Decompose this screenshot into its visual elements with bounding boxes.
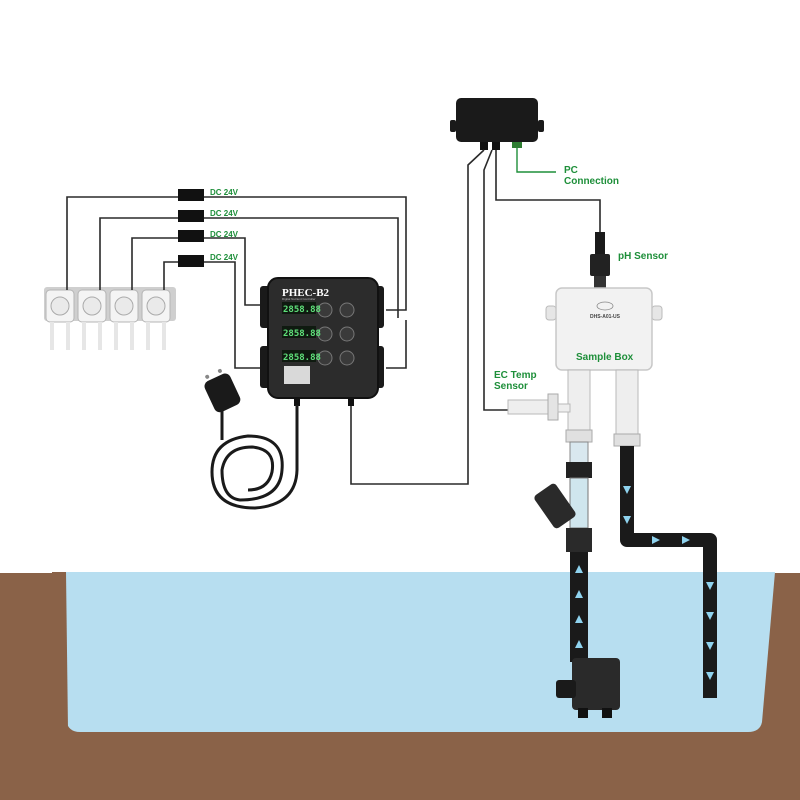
- pc-connection-label-line1: PC: [564, 165, 578, 176]
- dc-adapters: [178, 189, 204, 267]
- dosing-pump-1: [45, 289, 75, 350]
- ph-sensor-connector: [590, 232, 610, 288]
- flow-arrow-right-1: [652, 536, 660, 544]
- controller-display-3: 2858.88: [283, 353, 321, 363]
- dosing-pump-3: [109, 289, 139, 350]
- ec-temp-sensor-label-line1: EC Temp: [494, 370, 537, 381]
- flow-arrow-up-2: [575, 590, 583, 598]
- flow-arrow-down-3: [706, 582, 714, 590]
- flow-arrows: [575, 486, 714, 680]
- tank-rim: [52, 572, 68, 730]
- flow-arrow-up-3: [575, 615, 583, 623]
- dc-label-4: DC 24V: [210, 253, 239, 262]
- pc-connection-label-line2: Connection: [564, 176, 619, 187]
- water-tank: [66, 572, 775, 732]
- dc-label-3: DC 24V: [210, 230, 239, 239]
- dosing-pump-2: [77, 289, 107, 350]
- flow-arrow-up-1: [575, 565, 583, 573]
- flow-arrow-down-5: [706, 642, 714, 650]
- pc-connection-cable: [516, 148, 556, 173]
- flow-arrow-down-4: [706, 612, 714, 620]
- dc-adapter-1: [178, 189, 204, 201]
- flow-arrow-right-2: [682, 536, 690, 544]
- controller-to-pc-cable: [350, 149, 485, 485]
- dc-label-2: DC 24V: [210, 209, 239, 218]
- ph-sensor-cable: [495, 150, 601, 232]
- power-plug: [204, 368, 241, 413]
- flow-arrow-up-4: [575, 640, 583, 648]
- reservoir: [0, 572, 800, 800]
- dc-adapter-4: [178, 255, 204, 267]
- pc-interface-box: [450, 98, 544, 150]
- controller-display-1: 2858.88: [283, 305, 321, 315]
- power-cord: [204, 368, 299, 510]
- ph-sensor-label: pH Sensor: [618, 251, 668, 262]
- sample-box: [545, 287, 663, 371]
- sample-box-model: DHS-A01-US: [590, 314, 621, 320]
- dosing-pump-4: [141, 289, 171, 350]
- ec-temp-sensor-label-line2: Sensor: [494, 381, 528, 392]
- sample-box-label: Sample Box: [576, 352, 634, 363]
- water-pump: [556, 658, 620, 718]
- dosing-pumps: [44, 287, 176, 350]
- dc-power-wires: [66, 196, 407, 369]
- dc-label-1: DC 24V: [210, 188, 239, 197]
- dc-adapter-2: [178, 210, 204, 222]
- ec-sensor-cable: [483, 149, 510, 411]
- controller-brand: PHEC-B2: [282, 287, 330, 299]
- dc-adapter-3: [178, 230, 204, 242]
- intake-assembly: [534, 441, 592, 662]
- flow-arrow-down-1: [623, 486, 631, 494]
- controller: [260, 277, 384, 406]
- flow-arrow-down-6: [706, 672, 714, 680]
- controller-display-2: 2858.88: [283, 329, 321, 339]
- controller-subtitle: Digital Nutrient Controller: [282, 297, 316, 301]
- flow-arrow-down-2: [623, 516, 631, 524]
